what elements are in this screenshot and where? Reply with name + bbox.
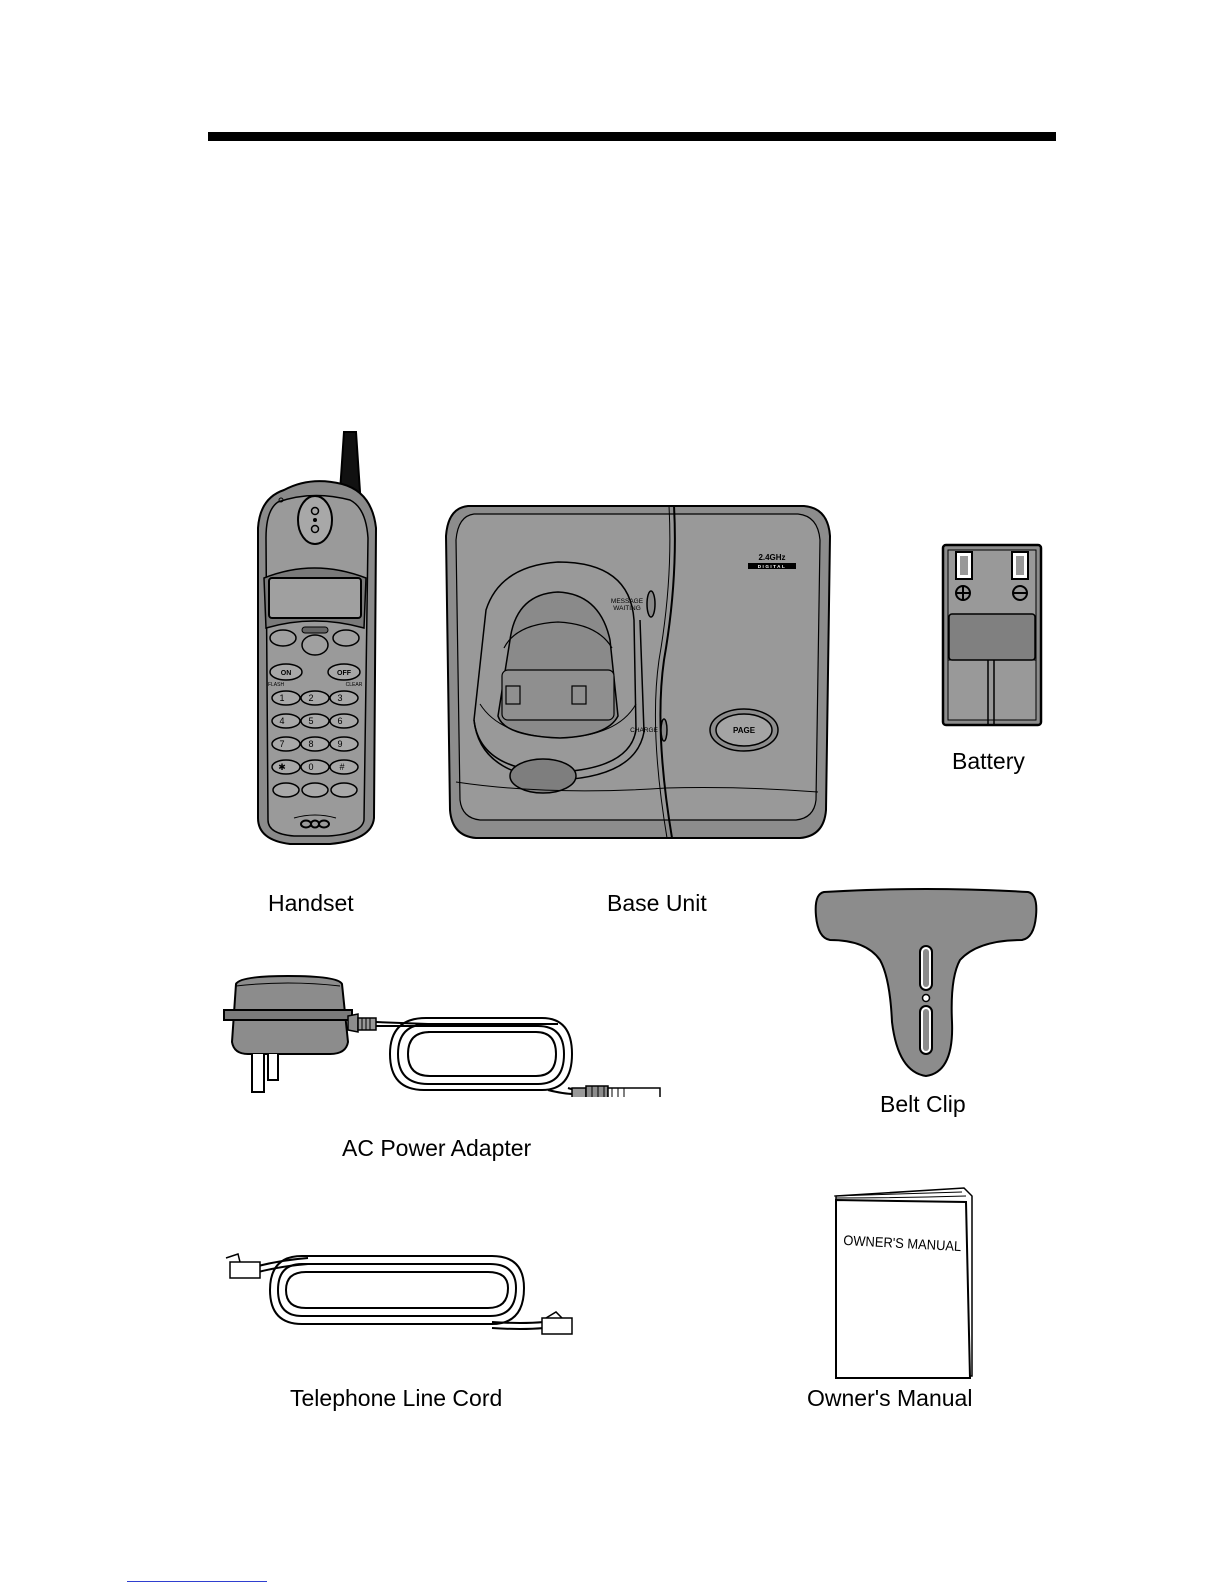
manual-label: Owner's Manual (807, 1385, 972, 1412)
handset-key-3: 3 (337, 693, 342, 703)
base-unit-label: Base Unit (607, 890, 707, 917)
handset-clear-label: CLEAR (346, 682, 363, 688)
handset-key-7: 7 (279, 739, 284, 749)
line-cord-label: Telephone Line Cord (290, 1385, 502, 1412)
ac-adapter-label: AC Power Adapter (342, 1135, 531, 1162)
charge-label: CHARGE (630, 727, 658, 734)
handset-key-0: 0 (308, 762, 313, 772)
belt-clip-illustration (810, 888, 1042, 1080)
handset-key-9: 9 (337, 739, 342, 749)
handset-illustration: ON OFF FLASH CLEAR 1 2 3 4 5 6 7 8 9 ✱ 0… (250, 428, 385, 848)
ac-adapter-illustration (218, 972, 668, 1097)
handset-key-4: 4 (279, 716, 284, 726)
digital-badge-text: DIGITAL (758, 564, 787, 569)
handset-key-8: 8 (308, 739, 313, 749)
base-unit-illustration: MESSAGE WAITING CHARGE PAGE 2.4GHz DIGIT… (440, 500, 835, 845)
battery-illustration (940, 542, 1044, 728)
handset-label: Handset (268, 890, 354, 917)
line-cord-illustration (222, 1244, 577, 1344)
handset-key-hash: # (339, 762, 344, 772)
handset-key-star: ✱ (278, 762, 286, 772)
header-rule (208, 132, 1056, 141)
belt-clip-label: Belt Clip (880, 1091, 966, 1118)
digital-badge-frequency: 2.4GHz (758, 553, 785, 562)
handset-key-2: 2 (308, 693, 313, 703)
handset-key-1: 1 (279, 693, 284, 703)
manual-illustration: OWNER'S MANUAL (828, 1186, 976, 1382)
footer-underline (127, 1581, 267, 1582)
page-button-label: PAGE (733, 726, 756, 735)
message-waiting-label-line1: MESSAGE (611, 598, 644, 605)
handset-off-key-label: OFF (337, 670, 352, 677)
handset-on-key-label: ON (281, 670, 292, 677)
handset-key-6: 6 (337, 716, 342, 726)
handset-flash-label: FLASH (268, 682, 285, 688)
message-waiting-label-line2: WAITING (613, 605, 641, 612)
battery-label: Battery (952, 748, 1025, 775)
handset-key-5: 5 (308, 716, 313, 726)
